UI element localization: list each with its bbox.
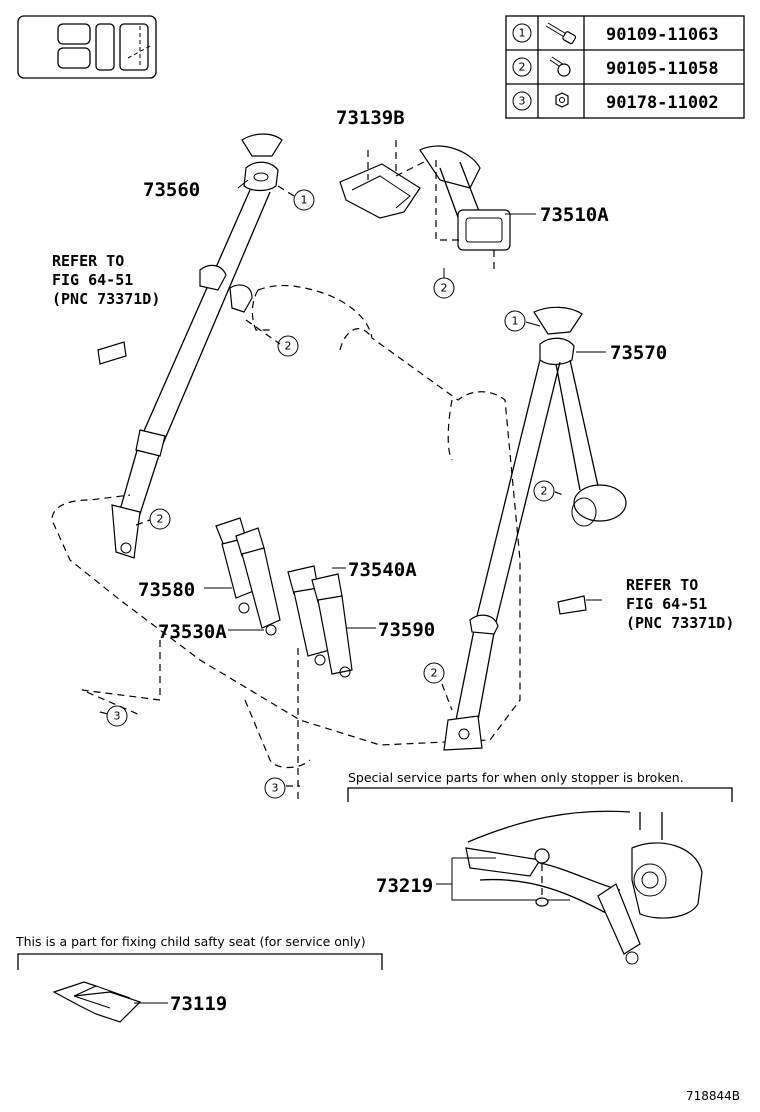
legend-num-1: 1 — [519, 27, 526, 40]
legend-callout-1 — [512, 23, 532, 43]
long-bolt-icon — [545, 22, 577, 45]
label-73580: 73580 — [138, 579, 195, 601]
nut-icon — [555, 92, 569, 108]
callout-3-bottom: 3 — [264, 777, 286, 799]
seat-outline — [51, 284, 521, 800]
right-buckle-assembly — [287, 565, 353, 678]
label-73219: 73219 — [376, 875, 433, 897]
refer-note-right: REFER TO FIG 64-51 (PNC 73371D) — [626, 576, 734, 632]
svg-text:FIG 64-51: FIG 64-51 — [52, 271, 133, 289]
svg-text:2: 2 — [441, 282, 448, 295]
label-73540a: 73540A — [348, 559, 417, 581]
left-clip-part — [97, 341, 127, 365]
child-seat-detail-box — [17, 953, 383, 1023]
legend-callout-2 — [512, 57, 532, 77]
callout-2-right-retractor: 2 — [533, 480, 555, 502]
child-seat-note: This is a part for fixing child safty se… — [15, 934, 366, 949]
retractor-73510a — [339, 140, 511, 270]
svg-text:REFER TO: REFER TO — [626, 576, 698, 594]
label-73560: 73560 — [143, 179, 200, 201]
svg-text:2: 2 — [285, 340, 292, 353]
svg-text:2: 2 — [541, 485, 548, 498]
label-73139b: 73139B — [336, 107, 405, 129]
legend-part-2: 90105-11058 — [606, 59, 719, 79]
left-shoulder-belt — [111, 133, 283, 559]
legend-num-3: 3 — [519, 95, 526, 108]
svg-text:1: 1 — [301, 194, 308, 207]
svg-text:1: 1 — [512, 315, 519, 328]
svg-text:(PNC 73371D): (PNC 73371D) — [52, 290, 160, 308]
label-73570: 73570 — [610, 342, 667, 364]
fastener-legend-table: 1 2 3 90109-11063 90105-11058 90178-1100… — [505, 15, 745, 119]
svg-text:3: 3 — [114, 710, 121, 723]
svg-text:REFER TO: REFER TO — [52, 252, 124, 270]
legend-num-2: 2 — [519, 61, 526, 74]
svg-text:2: 2 — [431, 667, 438, 680]
leader-lines — [99, 179, 606, 1004]
callout-3-left: 3 — [106, 705, 128, 727]
callout-2-left-belt: 2 — [277, 335, 299, 357]
right-clip-part — [557, 595, 602, 615]
label-73510a: 73510A — [540, 204, 609, 226]
svg-text:FIG 64-51: FIG 64-51 — [626, 595, 707, 613]
callout-2-left-anchor: 2 — [149, 508, 171, 530]
stopper-detail-box — [347, 787, 733, 965]
svg-text:(PNC 73371D): (PNC 73371D) — [626, 614, 734, 632]
callout-1-right-belt: 1 — [504, 310, 526, 332]
label-73590: 73590 — [378, 619, 435, 641]
right-shoulder-belt — [443, 306, 627, 751]
legend-callout-3 — [512, 91, 532, 111]
left-buckle-assembly — [215, 517, 281, 636]
callout-1-upper-left: 1 — [293, 189, 315, 211]
bolt-icon — [549, 56, 571, 77]
legend-part-1: 90109-11063 — [606, 25, 719, 45]
vehicle-location-icon — [17, 15, 157, 79]
label-73530a: 73530A — [158, 621, 227, 643]
legend-part-3: 90178-11002 — [606, 93, 719, 113]
refer-note-left: REFER TO FIG 64-51 (PNC 73371D) — [52, 252, 160, 308]
svg-text:3: 3 — [272, 782, 279, 795]
callout-2-retractor: 2 — [433, 277, 455, 299]
svg-text:2: 2 — [157, 513, 164, 526]
label-73119: 73119 — [170, 993, 227, 1015]
figure-id: 718844B — [686, 1089, 740, 1103]
stopper-note: Special service parts for when only stop… — [348, 770, 684, 785]
callout-2-right-anchor: 2 — [423, 662, 445, 684]
